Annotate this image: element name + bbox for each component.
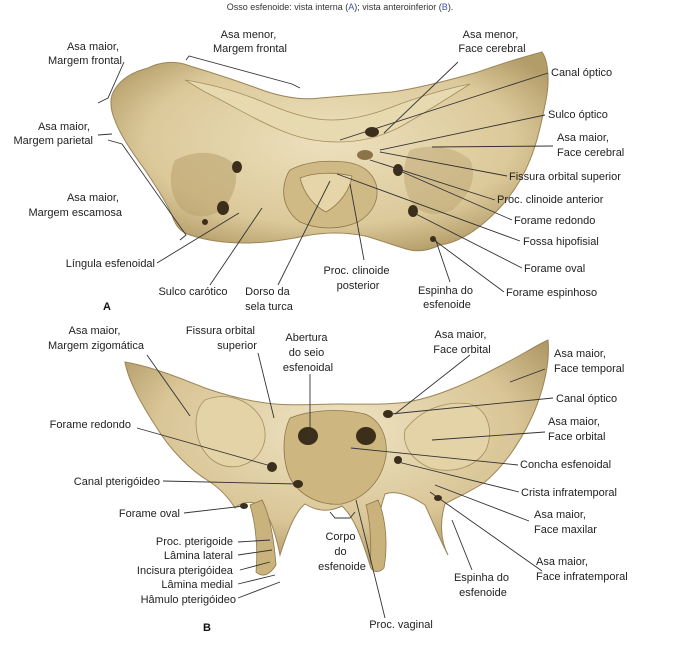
- label-b-fissura-orbital-superior: Fissura orbital superior: [186, 325, 258, 352]
- label-b-asa-maior-face-orbital-top: Asa maior, Face orbital: [433, 329, 490, 356]
- label-b-proc-pterigoide-stack: Proc. pterigoide Lâmina lateral Incisura…: [137, 536, 236, 606]
- label-a-espinha-esfenoide: Espinha do esfenoide: [418, 285, 476, 311]
- label-b-corpo-esfenoide: Corpo do esfenoide: [318, 531, 366, 573]
- label-b-asa-maior-margem-zigomatica: Asa maior, Margem zigomática: [48, 325, 145, 352]
- label-a-asa-menor-margem-frontal: Asa menor, Margem frontal: [213, 29, 287, 55]
- label-b-forame-oval: Forame oval: [119, 508, 180, 520]
- label-a-forame-redondo: Forame redondo: [514, 215, 595, 227]
- label-b-asa-maior-face-temporal: Asa maior, Face temporal: [554, 348, 624, 375]
- bone-illustration-a: [110, 51, 549, 252]
- foramen-rotundum-b-right: [394, 456, 402, 464]
- label-b-concha-esfenoidal: Concha esfenoidal: [520, 459, 611, 471]
- bone-b-orbital-right: [404, 402, 490, 471]
- pterygoid-left: [249, 499, 277, 576]
- label-a-forame-oval: Forame oval: [524, 263, 585, 275]
- sinus-opening-left: [298, 427, 318, 445]
- bone-a-shadow-right: [404, 146, 474, 215]
- panel-letter-b: B: [203, 622, 211, 634]
- label-a-fossa-hipofisial: Fossa hipofisial: [523, 236, 599, 248]
- label-a-asa-maior-margem-frontal: Asa maior, Margem frontal: [48, 41, 122, 67]
- label-a-dorso-sela-turca: Dorso da sela turca: [245, 286, 294, 313]
- foramen-left-3: [202, 219, 208, 225]
- sinus-opening-right: [356, 427, 376, 445]
- optic-canal-b: [383, 410, 393, 418]
- foramen-ovale-a: [408, 205, 418, 217]
- label-a-asa-maior-margem-escamosa: Asa maior, Margem escamosa: [28, 192, 122, 219]
- label-b-canal-optico: Canal óptico: [556, 393, 617, 405]
- foramen-rotundum-b: [267, 462, 277, 472]
- label-b-crista-infratemporal: Crista infratemporal: [521, 487, 617, 499]
- labels-b: Asa maior, Margem zigomática Fissura orb…: [48, 325, 628, 631]
- label-b-abertura-seio: Abertura do seio esfenoidal: [283, 332, 333, 374]
- label-b-asa-maior-face-maxilar: Asa maior, Face maxilar: [534, 509, 597, 536]
- leaders-b: [136, 352, 554, 619]
- bone-a-lesser-wing: [184, 79, 471, 143]
- label-b-forame-redondo: Forame redondo: [50, 419, 131, 431]
- label-b-canal-pterigoideo: Canal pterigóideo: [74, 476, 160, 488]
- label-a-sulco-optico: Sulco óptico: [548, 109, 608, 121]
- labels-a: Asa maior, Margem frontal Asa menor, Mar…: [14, 29, 625, 313]
- label-b-proc-vaginal: Proc. vaginal: [369, 619, 433, 631]
- label-a-lingula-esfenoidal: Língula esfenoidal: [66, 258, 155, 270]
- foramen-left-1: [232, 161, 242, 173]
- label-a-asa-maior-margem-parietal: Asa maior, Margem parietal: [14, 121, 93, 147]
- label-a-asa-menor-face-cerebral: Asa menor, Face cerebral: [458, 29, 525, 55]
- label-b-espinha-esfenoide: Espinha do esfenoide: [454, 572, 512, 599]
- bone-a-shadow-left: [170, 152, 237, 217]
- panel-letter-a: A: [103, 301, 111, 313]
- label-a-proc-clinoide-anterior: Proc. clinoide anterior: [497, 194, 604, 206]
- label-a-forame-espinhoso: Forame espinhoso: [506, 287, 597, 299]
- anterior-clinoid-shadow: [357, 150, 373, 160]
- label-a-fissura-orbital-superior: Fissura orbital superior: [509, 171, 621, 183]
- figure-title: Osso esfenoide: vista interna (A); vista…: [227, 2, 454, 12]
- optic-canal-a: [365, 127, 379, 137]
- label-a-canal-optico: Canal óptico: [551, 67, 612, 79]
- leaders-a: [97, 55, 554, 293]
- label-b-asa-maior-face-orbital-right: Asa maior, Face orbital: [548, 416, 605, 443]
- pterygoid-right: [365, 499, 387, 572]
- bone-a-dorsum: [299, 172, 353, 213]
- label-a-sulco-carotico: Sulco carótico: [158, 286, 227, 298]
- foramen-left-2: [217, 201, 229, 215]
- label-a-proc-clinoide-posterior: Proc. clinoide posterior: [323, 265, 392, 292]
- label-a-asa-maior-face-cerebral: Asa maior, Face cerebral: [557, 132, 624, 159]
- label-b-asa-maior-face-infratemporal: Asa maior, Face infratemporal: [536, 556, 628, 583]
